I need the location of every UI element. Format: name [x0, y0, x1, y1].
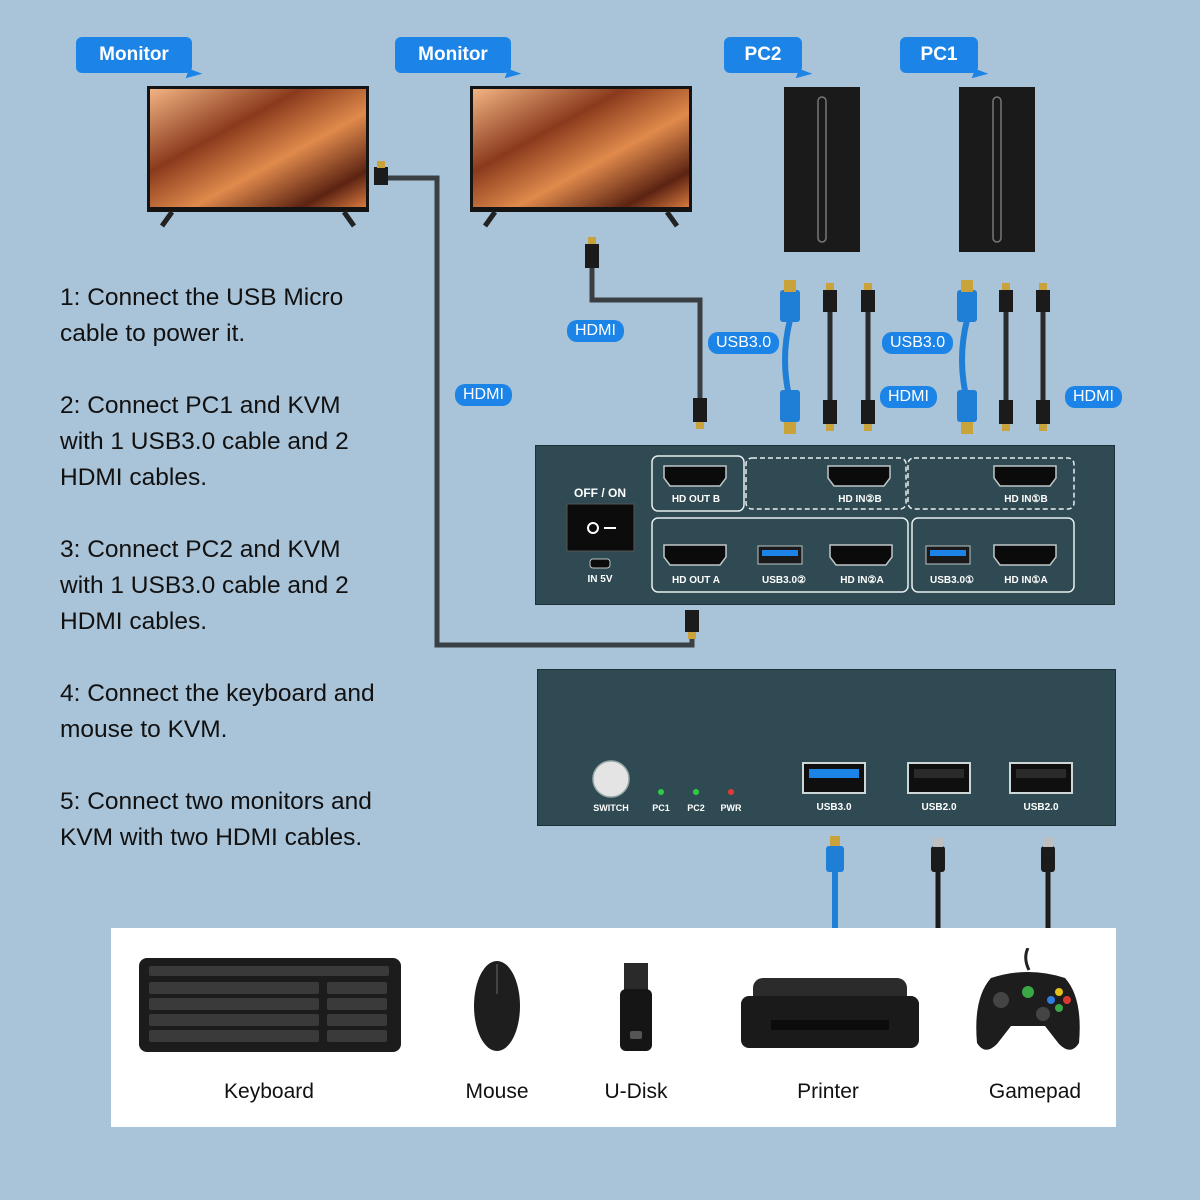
hd-in-2-b-label: HD IN②B	[838, 494, 882, 505]
usb20-a-label: USB2.0	[921, 802, 957, 813]
kvm-rear-panel: OFF / ON IN 5V HD OUT B HD IN②B HD IN①B …	[535, 445, 1115, 605]
kvm-front-panel: SWITCH PC1 PC2 PWR USB3.0 USB2.0 USB2.0	[537, 669, 1116, 826]
usb-plug-pc2-top	[780, 290, 800, 322]
hd-out-b-label: HD OUT B	[671, 494, 721, 505]
instruction-steps: 1: Connect the USB Micro cable to power …	[60, 280, 390, 892]
mouse-icon	[474, 961, 520, 1051]
usb3-1-label: USB3.0①	[930, 575, 974, 586]
hd-in-1-b-label: HD IN①B	[1004, 494, 1048, 505]
monitor-2-icon	[470, 86, 692, 228]
off-on-label: OFF / ON	[574, 486, 626, 500]
step-3: 3: Connect PC2 and KVM with 1 USB3.0 cab…	[60, 536, 349, 635]
keyboard-icon	[139, 958, 401, 1052]
hd-in-1-a-label: HD IN①A	[1004, 575, 1048, 586]
usb-plug-gamepad	[1041, 846, 1055, 872]
udisk-icon	[620, 963, 652, 1051]
usb-tag-pc2: USB3.0	[708, 332, 780, 354]
step-4: 4: Connect the keyboard and mouse to KVM…	[60, 680, 375, 743]
usb-plug-pc1-bottom	[957, 390, 977, 422]
switch-button	[592, 760, 630, 798]
hdmi-cable-monitor-right	[589, 268, 703, 400]
hdmi-tag-left: HDMI	[455, 384, 512, 406]
hdmi-plug-monitor-left	[374, 167, 388, 185]
monitor-2-tag: Monitor	[395, 37, 511, 73]
led-pc2	[693, 789, 699, 795]
monitor-1-tag: Monitor	[76, 37, 192, 73]
hd-in-2-a-label: HD IN②A	[840, 575, 884, 586]
usb-plug-pc1-top	[957, 290, 977, 322]
hdmi-plug-kvm-out-a	[685, 610, 699, 632]
usb20-b-label: USB2.0	[1023, 802, 1059, 813]
led-pc2-label: PC2	[687, 803, 705, 813]
led-pc1-label: PC1	[652, 803, 670, 813]
pc2-tower-icon	[784, 87, 860, 252]
pc1-tag: PC1	[900, 37, 978, 73]
led-pwr	[728, 789, 734, 795]
gamepad-label: Gamepad	[988, 1080, 1082, 1103]
switch-label: SWITCH	[593, 803, 629, 813]
in-5v-label: IN 5V	[587, 574, 613, 585]
pc2-tag: PC2	[724, 37, 802, 73]
hdmi-plug-kvm-out-b	[693, 398, 707, 422]
hdmi-tag-out-b: HDMI	[567, 320, 624, 342]
step-2: 2: Connect PC1 and KVM with 1 USB3.0 cab…	[60, 392, 349, 491]
step-1: 1: Connect the USB Micro cable to power …	[60, 284, 344, 347]
keyboard-label: Keyboard	[224, 1080, 314, 1103]
led-pwr-label: PWR	[720, 803, 742, 813]
printer-label: Printer	[797, 1080, 859, 1103]
udisk-label: U-Disk	[604, 1080, 668, 1103]
mouse-label: Mouse	[465, 1080, 529, 1103]
rear-port-outlines	[566, 455, 1075, 593]
step-5: 5: Connect two monitors and KVM with two…	[60, 788, 372, 851]
usb30-label: USB3.0	[816, 802, 852, 813]
hdmi-plug-monitor-right	[585, 244, 599, 268]
hdmi-tag-pc2: HDMI	[880, 386, 937, 408]
led-pc1	[658, 789, 664, 795]
usb-plug-mouse	[931, 846, 945, 872]
monitor-1-icon	[147, 86, 369, 228]
hdmi-tag-pc1: HDMI	[1065, 386, 1122, 408]
power-rocker-switch	[566, 503, 635, 552]
hd-out-a-label: HD OUT A	[672, 575, 720, 586]
pc1-tower-icon	[959, 87, 1035, 252]
usb-tag-pc1: USB3.0	[882, 332, 954, 354]
peripheral-devices-panel: Keyboard Mouse U-Disk Printer Gamepad	[111, 928, 1116, 1127]
front-controls	[592, 760, 1073, 798]
usb-plug-pc2-bottom	[780, 390, 800, 422]
gamepad-icon	[976, 948, 1080, 1050]
printer-icon	[741, 978, 919, 1048]
usb-plug-keyboard	[826, 846, 844, 872]
usb3-2-label: USB3.0②	[762, 575, 806, 586]
